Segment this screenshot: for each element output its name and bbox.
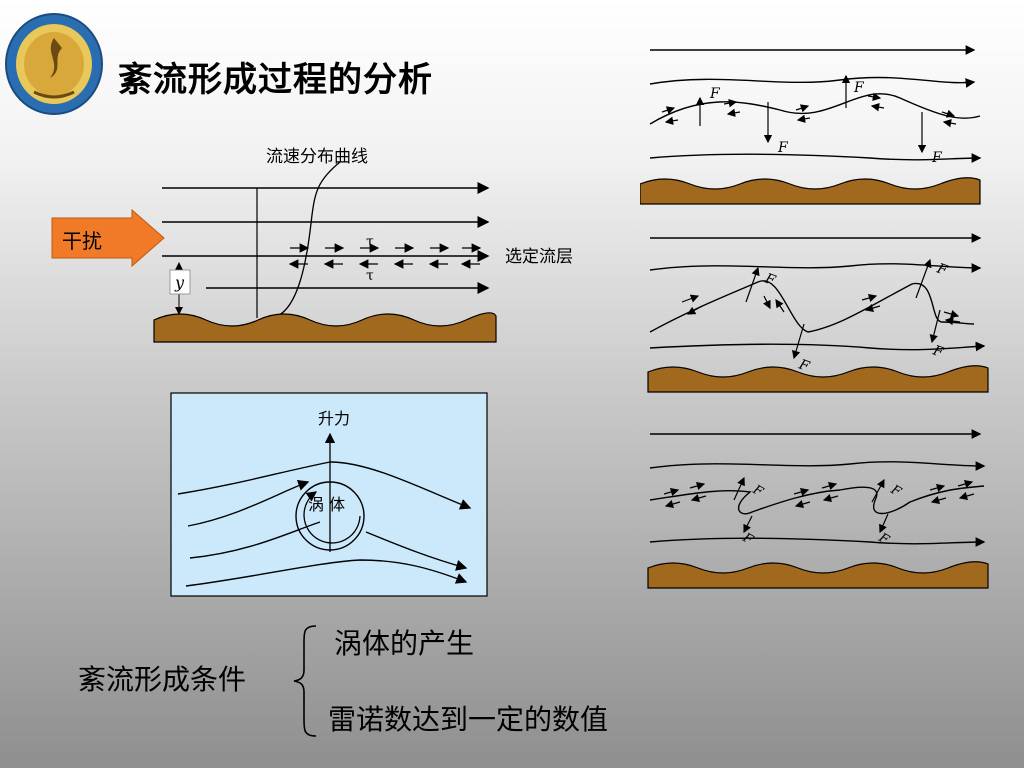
streamlines (177, 461, 472, 587)
disturbance-label: 干扰 (62, 229, 102, 253)
channel-bed (153, 312, 497, 343)
disturbance-arrow (51, 208, 165, 268)
force-label: F (931, 150, 943, 166)
disturbed-layer (649, 93, 981, 125)
selected-layer-label: 选定流层 (505, 247, 573, 267)
y-label: y (174, 273, 185, 292)
panel-vortex-formation: F F F F (647, 429, 989, 589)
panel-wavy-layer: F F F F (640, 45, 982, 205)
vortex-label: 涡 体 (308, 495, 345, 514)
force-label: F (762, 270, 779, 289)
force-label: F (930, 342, 947, 361)
force-label: F (875, 530, 892, 548)
vortex-lift-diagram: 升力 涡 体 (170, 392, 488, 597)
brace (293, 625, 317, 737)
force-label: F (709, 86, 721, 102)
panel-deformed-layer: F F F F (647, 233, 989, 393)
tau-lower-label: τ (366, 268, 374, 284)
force-label: F (749, 482, 766, 500)
force-label: F (739, 530, 756, 548)
vortex-rotation-arrow (303, 491, 361, 544)
velocity-layer-diagram: τ τ y 干扰 流速分布曲线 选定流层 (51, 147, 573, 343)
vortex-outer-circle (295, 481, 365, 551)
condition-item-2: 雷诺数达到一定的数值 (328, 703, 609, 736)
force-label: F (853, 80, 865, 96)
force-label: F (887, 482, 904, 500)
conditions-heading: 紊流形成条件 (78, 663, 247, 696)
force-label: F (934, 260, 951, 279)
tau-upper-label: τ (366, 234, 374, 250)
university-logo (5, 13, 103, 115)
velocity-curve-label: 流速分布曲线 (266, 147, 368, 167)
lift-label: 升力 (318, 409, 350, 428)
condition-item-1: 涡体的产生 (334, 627, 475, 660)
slide-title: 紊流形成过程的分析 (118, 60, 433, 100)
force-label: F (777, 140, 789, 156)
velocity-profile-curve (266, 161, 341, 319)
